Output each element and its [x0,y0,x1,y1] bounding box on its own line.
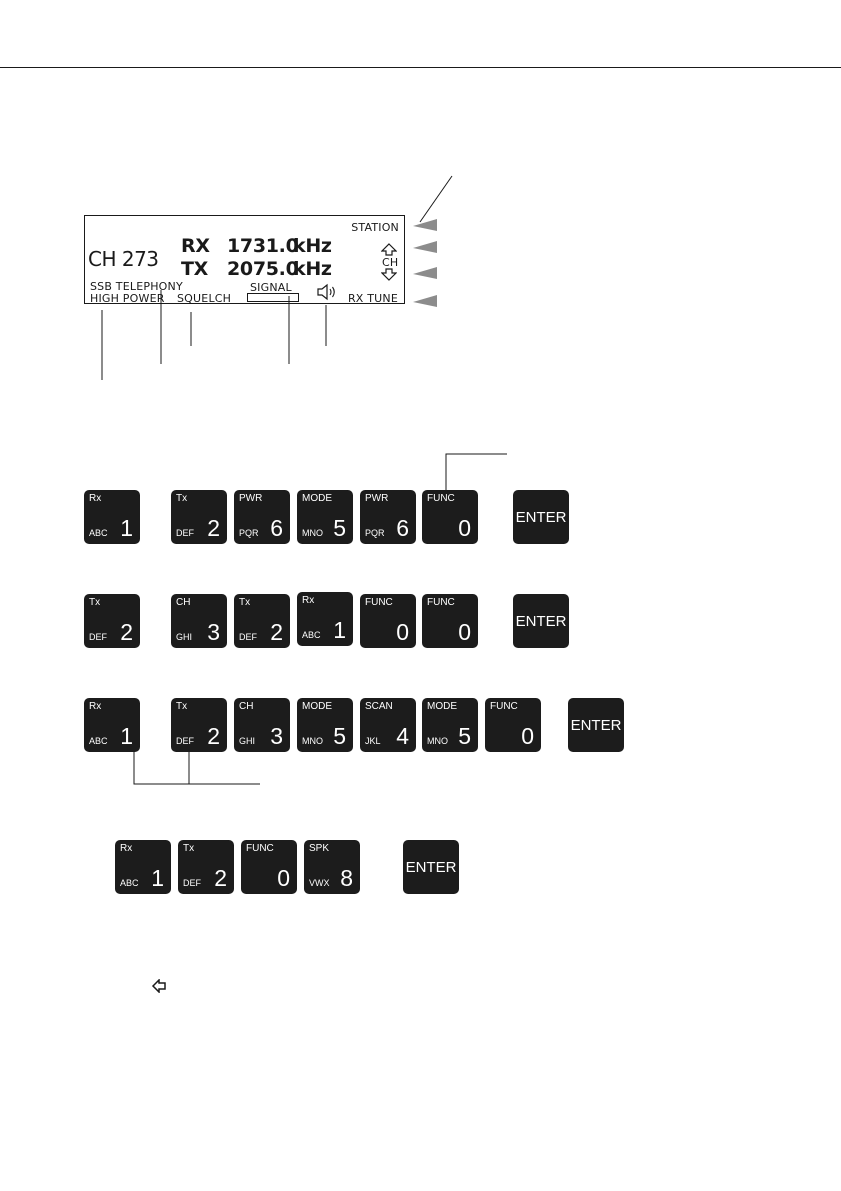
speaker-icon [317,283,335,301]
enter-button[interactable]: ENTER [568,698,624,752]
key-5[interactable]: MODE MNO 5 [297,698,353,752]
key-5[interactable]: MODE MNO 5 [422,698,478,752]
rx-unit: kHz [293,235,332,257]
chevron-up-icon [381,243,397,256]
key-1[interactable]: Rx ABC 1 [84,698,140,752]
chevron-down-icon [381,268,397,281]
mode-label: SSB TELEPHONY [90,280,183,293]
rx-tune-label: RX TUNE [347,292,398,305]
key-3[interactable]: CH GHI 3 [171,594,227,648]
header-rule [0,67,841,68]
power-label: HIGH POWER [90,292,165,305]
key-2[interactable]: Tx DEF 2 [84,594,140,648]
key-6[interactable]: PWR PQR 6 [360,490,416,544]
key-2[interactable]: Tx DEF 2 [171,698,227,752]
tx-unit: kHz [293,258,332,280]
enter-button[interactable]: ENTER [403,840,459,894]
signal-label: SIGNAL [250,281,292,294]
key-6[interactable]: PWR PQR 6 [234,490,290,544]
squelch-label: SQUELCH [177,292,232,305]
key-0[interactable]: FUNC 0 [360,594,416,648]
key-1[interactable]: Rx ABC 1 [115,840,171,894]
key-0[interactable]: FUNC 0 [422,490,478,544]
channel-readout: CH 273 [88,247,159,271]
key-0[interactable]: FUNC 0 [422,594,478,648]
signal-meter [247,293,299,302]
key-2[interactable]: Tx DEF 2 [178,840,234,894]
key-1[interactable]: Rx ABC 1 [84,490,140,544]
rx-label: RX [181,235,210,257]
key-4[interactable]: SCAN JKL 4 [360,698,416,752]
key-2[interactable]: Tx DEF 2 [234,594,290,648]
enter-button[interactable]: ENTER [513,490,569,544]
tx-frequency: 2075.0 [227,258,299,280]
key-3[interactable]: CH GHI 3 [234,698,290,752]
left-arrow-icon [151,979,166,993]
key-0[interactable]: FUNC 0 [485,698,541,752]
softkey-ch-down[interactable] [413,267,437,279]
softkey-rx-tune[interactable] [413,295,437,307]
key-5[interactable]: MODE MNO 5 [297,490,353,544]
tx-label: TX [181,258,209,280]
enter-button[interactable]: ENTER [513,594,569,648]
key-8[interactable]: SPK VWX 8 [304,840,360,894]
softkey-ch-up[interactable] [413,241,437,253]
rx-frequency: 1731.0 [227,235,299,257]
key-0[interactable]: FUNC 0 [241,840,297,894]
lcd-display: STATION CH 273 RX 1731.0 kHz TX 2075.0 k… [84,215,405,305]
softkey-station[interactable] [413,219,437,231]
key-2[interactable]: Tx DEF 2 [171,490,227,544]
ch-label: CH [382,256,399,269]
station-label: STATION [351,221,399,234]
key-1[interactable]: Rx ABC 1 [297,592,353,646]
